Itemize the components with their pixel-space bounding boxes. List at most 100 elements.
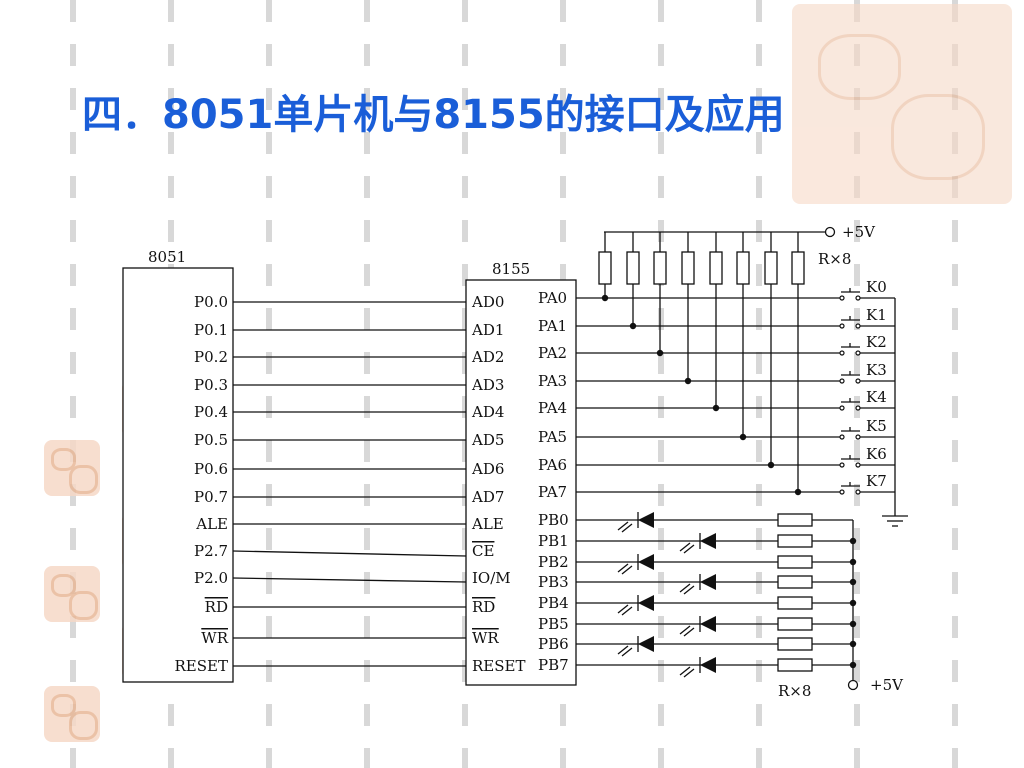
key-contact	[839, 378, 845, 384]
pin-8051-label: P0.5	[194, 431, 228, 449]
led-ray	[621, 523, 633, 533]
led-diode	[638, 554, 654, 570]
key-contact	[839, 489, 845, 495]
junction-dot	[739, 433, 747, 441]
pin-8051-label: P2.7	[194, 542, 228, 560]
key-contact	[839, 323, 845, 329]
led-ray	[679, 666, 691, 676]
pb-pin-label: PB4	[538, 594, 569, 612]
pin-8155-label: ALE	[471, 515, 504, 533]
key-contact	[839, 405, 845, 411]
led-diode	[700, 574, 716, 590]
pin-8155-label: IO/M	[472, 569, 511, 587]
vcc-terminal-top	[824, 226, 836, 238]
pin-8051-label: P0.7	[194, 488, 228, 506]
junction-dot	[849, 537, 857, 545]
pb-resistor	[777, 555, 813, 569]
junction-dot	[712, 404, 720, 412]
key-contact	[839, 350, 845, 356]
junction-dot	[849, 620, 857, 628]
pin-8051-label: ALE	[195, 515, 228, 533]
pin-8155-label: RD	[472, 598, 495, 616]
pin-8051-label: RESET	[175, 657, 228, 675]
led-ray	[617, 645, 629, 655]
background-rule	[756, 0, 762, 768]
key-contact	[855, 378, 861, 384]
key-label: K6	[866, 445, 887, 463]
junction-dot	[656, 349, 664, 357]
led-diode	[700, 616, 716, 632]
pin-8051-label: P0.4	[194, 403, 228, 421]
pb-resistor	[777, 637, 813, 651]
key-contact	[855, 462, 861, 468]
pb-pin-label: PB5	[538, 615, 569, 633]
pb-resistor	[777, 596, 813, 610]
pin-8155-label: AD2	[471, 348, 504, 366]
pb-resistor	[777, 513, 813, 527]
key-label: K4	[866, 388, 887, 406]
key-contact	[839, 434, 845, 440]
pin-8155-label: AD7	[471, 488, 504, 506]
pin-8051-label: RD	[205, 598, 228, 616]
pa-pin-label: PA5	[538, 428, 567, 446]
key-label: K7	[866, 472, 887, 490]
pin-8051-label: P0.6	[194, 460, 228, 478]
pullup-resistor	[653, 251, 667, 285]
led-ray	[617, 604, 629, 614]
vcc-terminal-bottom	[847, 679, 859, 691]
pin-8155-label: AD4	[471, 403, 504, 421]
pin-8155-label: RESET	[472, 657, 525, 675]
chip-8155-label: 8155	[492, 260, 530, 278]
pullup-resistor	[791, 251, 805, 285]
key-contact	[855, 489, 861, 495]
led-ray	[621, 606, 633, 616]
bus-wire	[232, 577, 467, 583]
background-rule	[658, 0, 664, 768]
led-ray	[617, 563, 629, 573]
key-contact	[855, 323, 861, 329]
junction-dot	[849, 661, 857, 669]
pin-8155-label: AD0	[471, 293, 504, 311]
pin-8155-label: CE	[472, 542, 494, 560]
pb-resistor	[777, 534, 813, 548]
pa-pin-label: PA7	[538, 483, 567, 501]
led-ray	[621, 565, 633, 575]
pin-8051-label: P0.2	[194, 348, 228, 366]
background-rule	[266, 0, 272, 768]
background-rule	[70, 0, 76, 768]
chip-8051-box	[122, 267, 234, 683]
led-ray	[683, 585, 695, 595]
junction-dot	[767, 461, 775, 469]
seal-logo	[792, 4, 1012, 204]
seal-logo	[44, 440, 100, 496]
pb-resistor	[777, 575, 813, 589]
junction-dot	[849, 640, 857, 648]
background-rule	[462, 0, 468, 768]
slide-title: 四．8051单片机与8155的接口及应用	[82, 92, 785, 138]
junction-dot	[849, 578, 857, 586]
led-ray	[617, 521, 629, 531]
junction-dot	[684, 377, 692, 385]
pa-pin-label: PA4	[538, 399, 567, 417]
pullup-resistor	[598, 251, 612, 285]
pa-pin-label: PA1	[538, 317, 567, 335]
key-label: K5	[866, 417, 887, 435]
key-contact	[855, 405, 861, 411]
pin-8155-label: WR	[472, 629, 499, 647]
junction-dot	[794, 488, 802, 496]
pin-8155-label: AD3	[471, 376, 504, 394]
bus-wire	[232, 550, 467, 557]
led-ray	[683, 668, 695, 678]
key-contact	[839, 462, 845, 468]
key-label: K3	[866, 361, 887, 379]
key-label: K2	[866, 333, 887, 351]
pin-8051-label: P0.0	[194, 293, 228, 311]
pullup-resistor	[681, 251, 695, 285]
seal-logo	[44, 686, 100, 742]
pullup-resistor	[736, 251, 750, 285]
junction-dot	[849, 558, 857, 566]
led-ray	[679, 583, 691, 593]
key-label: K1	[866, 306, 887, 324]
pin-8051-label: P0.1	[194, 321, 228, 339]
pullup-resistor	[764, 251, 778, 285]
